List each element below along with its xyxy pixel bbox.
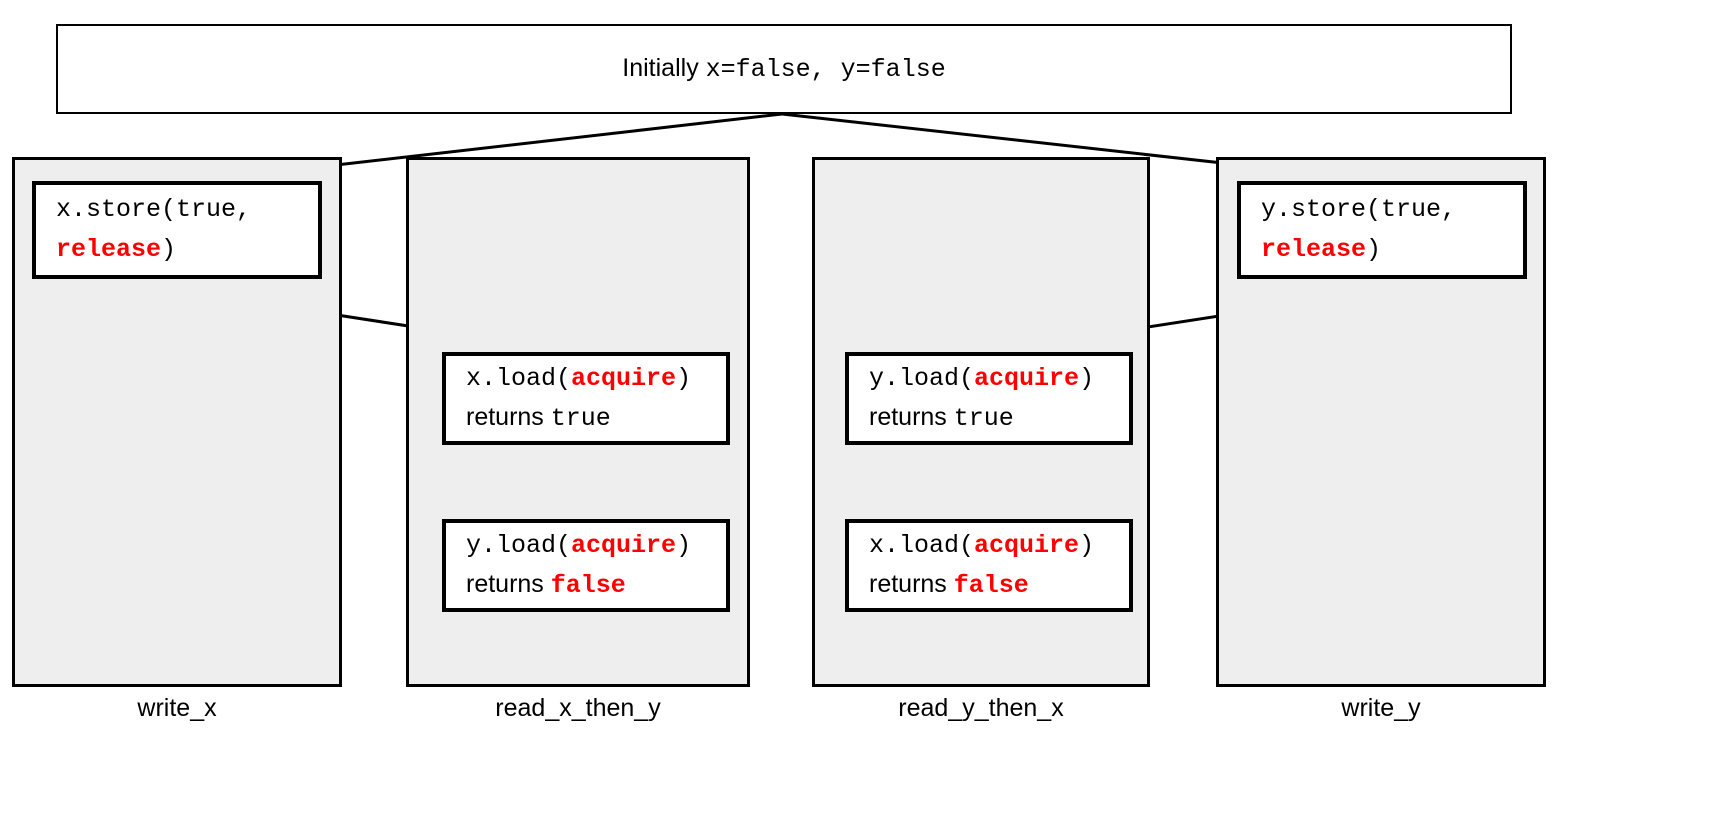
memory-order-keyword: release bbox=[1261, 235, 1367, 264]
thread-label-write-y: write_y bbox=[1341, 694, 1421, 722]
operation-line-1: y.load(acquire) bbox=[869, 358, 1115, 398]
operation-line-1: x.load(acquire) bbox=[466, 358, 712, 398]
operation-box-load-x: x.load(acquire) returns true bbox=[442, 352, 730, 445]
operation-box-store-x: x.store(true, release) bbox=[32, 181, 322, 279]
memory-order-keyword: acquire bbox=[974, 363, 1080, 393]
memory-order-keyword: acquire bbox=[571, 363, 677, 393]
memory-order-keyword: acquire bbox=[974, 530, 1080, 560]
load-y-call-prefix: y.load( bbox=[466, 530, 572, 560]
operation-box-load-y-second: y.load(acquire) returns false bbox=[442, 519, 730, 612]
operation-line-2: returns true bbox=[869, 398, 1115, 438]
store-x-call: x.store(true, bbox=[56, 195, 252, 224]
returns-label: returns bbox=[869, 569, 954, 598]
memory-order-keyword: release bbox=[56, 235, 162, 264]
operation-line-2: returns true bbox=[466, 398, 712, 438]
load-y-call-suffix: ) bbox=[1079, 363, 1095, 393]
initial-state-box: Initially x=false, y=false bbox=[56, 24, 1512, 114]
returns-label: returns bbox=[869, 402, 954, 431]
store-y-call: y.store(true, bbox=[1261, 195, 1457, 224]
operation-line-2: release) bbox=[56, 229, 304, 269]
returns-label: returns bbox=[466, 402, 551, 431]
returns-value: false bbox=[953, 570, 1029, 600]
thread-label-read-x-then-y: read_x_then_y bbox=[495, 694, 661, 722]
load-x-call-prefix: x.load( bbox=[466, 363, 572, 393]
returns-value: true bbox=[550, 403, 611, 433]
initial-state-prefix: Initially bbox=[622, 54, 706, 82]
returns-value: true bbox=[953, 403, 1014, 433]
thread-label-write-x: write_x bbox=[137, 694, 217, 722]
operation-line-2: returns false bbox=[466, 565, 712, 605]
load-x-call-suffix: ) bbox=[1079, 530, 1095, 560]
returns-label: returns bbox=[466, 569, 551, 598]
memory-order-keyword: acquire bbox=[571, 530, 677, 560]
store-x-close-paren: ) bbox=[161, 235, 177, 264]
operation-line-1: y.store(true, bbox=[1261, 189, 1509, 229]
operation-box-load-y: y.load(acquire) returns true bbox=[845, 352, 1133, 445]
initial-state-values: x=false, y=false bbox=[705, 55, 946, 84]
initial-state-text: Initially x=false, y=false bbox=[622, 54, 945, 84]
operation-line-2: release) bbox=[1261, 229, 1509, 269]
operation-line-1: x.store(true, bbox=[56, 189, 304, 229]
operation-line-1: y.load(acquire) bbox=[466, 525, 712, 565]
returns-value: false bbox=[550, 570, 626, 600]
operation-box-store-y: y.store(true, release) bbox=[1237, 181, 1527, 279]
operation-line-2: returns false bbox=[869, 565, 1115, 605]
load-x-call-prefix: x.load( bbox=[869, 530, 975, 560]
operation-line-1: x.load(acquire) bbox=[869, 525, 1115, 565]
load-x-call-suffix: ) bbox=[676, 363, 692, 393]
load-y-call-prefix: y.load( bbox=[869, 363, 975, 393]
operation-box-load-x-second: x.load(acquire) returns false bbox=[845, 519, 1133, 612]
load-y-call-suffix: ) bbox=[676, 530, 692, 560]
thread-label-read-y-then-x: read_y_then_x bbox=[898, 694, 1064, 722]
store-y-close-paren: ) bbox=[1366, 235, 1382, 264]
